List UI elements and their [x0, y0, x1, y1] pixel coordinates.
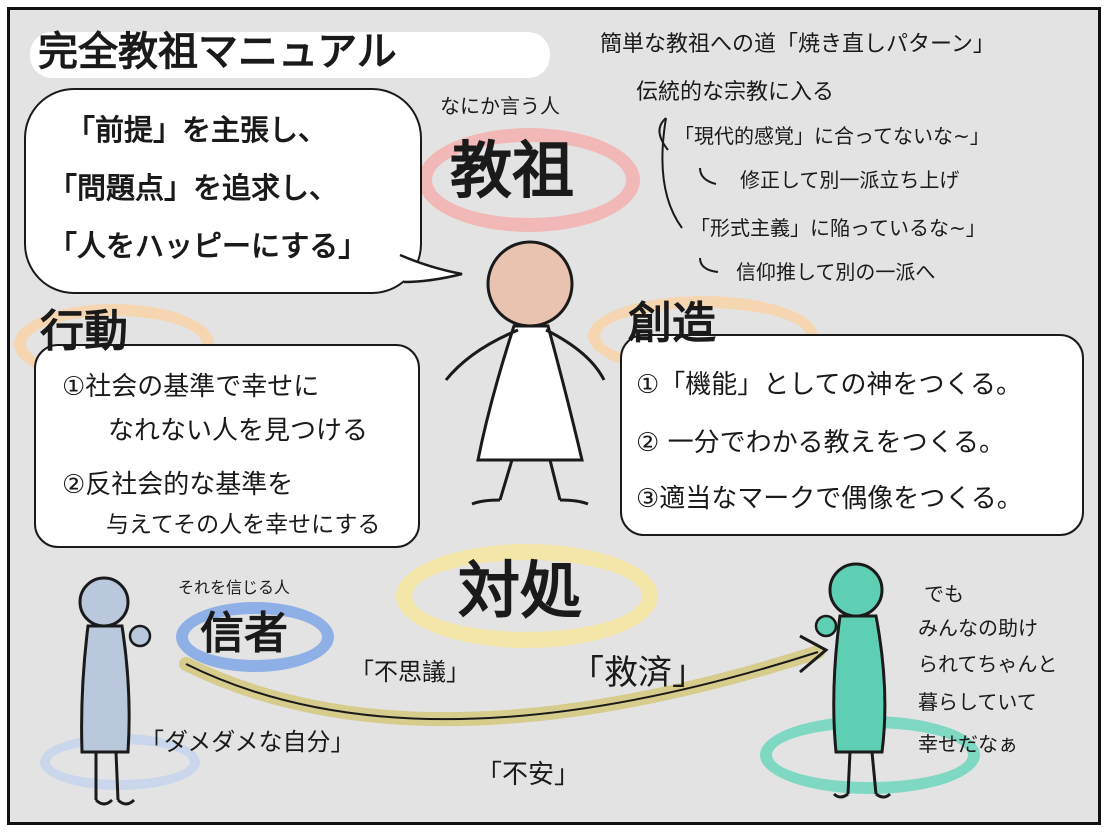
founder-right-arm	[545, 328, 606, 381]
creation-heading: 創造	[628, 298, 716, 349]
speech-bubble-tail	[399, 253, 463, 284]
creation-item-2: ② 一分でわかる教えをつくる。	[636, 428, 1006, 458]
happy-line-1: でも	[924, 582, 964, 606]
happy-person-body	[832, 614, 887, 754]
flow-line-4: 「形式主義」に陥っているな~」	[690, 216, 986, 240]
title-highlight	[30, 32, 550, 78]
action-box	[34, 344, 420, 548]
headline: 簡単な教祖への道「焼き直しパターン」	[600, 32, 995, 57]
happy-person-hands	[814, 614, 838, 638]
happy-line-2: みんなの助け	[918, 616, 1038, 640]
creation-item-1: ①「機能」としての神をつくる。	[636, 370, 1023, 400]
believer-body	[80, 624, 131, 754]
label-mystery: 「不思議」	[350, 658, 470, 686]
action-item-2b: 与えてその人を幸せにする	[106, 512, 381, 538]
believer-caption: それを信じる人	[178, 578, 291, 597]
believer-legs	[94, 751, 120, 801]
believer-head	[78, 576, 130, 628]
believer-label: 信者	[200, 608, 288, 659]
transition-arrow	[179, 645, 825, 727]
believer-feet	[94, 798, 136, 806]
happy-person-head	[828, 562, 884, 618]
transition-arrow-line	[185, 651, 819, 721]
creation-item-3: ③適当なマークで偶像をつくる。	[636, 484, 1023, 514]
believer-self-label: 「ダメダメな自分」	[140, 728, 355, 756]
flow-arrow-1	[658, 117, 669, 151]
creation-box	[620, 334, 1084, 536]
happy-person-legs	[846, 751, 878, 795]
founder-legs	[498, 459, 562, 501]
founder-label: 教祖	[450, 134, 575, 207]
label-anxiety: 「不安」	[476, 760, 581, 790]
founder-caption: なにか言う人	[440, 94, 560, 118]
page-title: 完全教祖マニュアル	[38, 28, 397, 75]
speech-line-2: 「問題点」を追求し、	[48, 171, 339, 205]
happy-line-4: 暮らしていて	[918, 690, 1037, 714]
flow-arrow-3	[661, 117, 683, 229]
action-item-1b: なれない人を見つける	[108, 416, 369, 446]
founder-robe	[476, 324, 584, 462]
speech-line-1: 「前提」を主張し、	[66, 113, 328, 147]
action-heading: 行動	[40, 306, 128, 357]
flow-line-1: 伝統的な宗教に入る	[636, 80, 835, 105]
flow-line-5: 信仰推して別の一派へ	[736, 260, 936, 284]
speech-bubble	[24, 88, 422, 294]
founder-feet	[471, 498, 589, 506]
happy-line-3: られてちゃんと	[918, 652, 1058, 676]
happy-person-feet	[832, 792, 892, 799]
action-item-2a: ②反社会的な基準を	[62, 470, 294, 500]
believer-hands	[128, 624, 152, 648]
response-heading: 対処	[458, 554, 583, 627]
founder-left-arm	[444, 328, 519, 381]
flow-arrow-2	[699, 167, 717, 185]
label-salvation: 「救済」	[570, 653, 706, 693]
transition-arrow-head	[799, 634, 829, 674]
action-item-1a: ①社会の基準で幸せに	[62, 372, 320, 402]
happy-line-5: 幸せだなぁ	[918, 732, 1018, 756]
flow-arrow-4	[699, 257, 719, 273]
speech-line-3: 「人をハッピーにする」	[48, 229, 368, 263]
flow-line-3: 修正して別一派立ち上げ	[740, 168, 960, 192]
flow-line-2: 「現代的感覚」に合ってないな~」	[674, 124, 990, 148]
founder-head	[486, 240, 574, 328]
